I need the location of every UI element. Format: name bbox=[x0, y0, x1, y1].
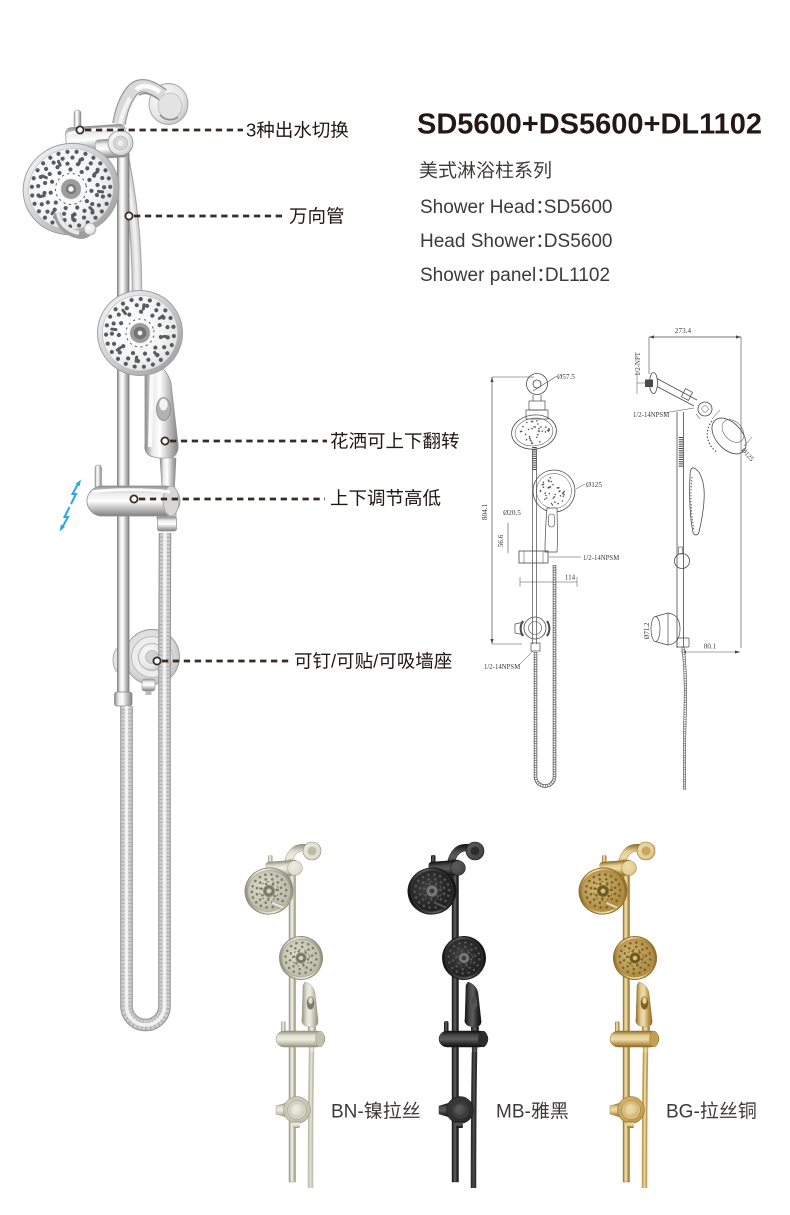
svg-text:DS5600: DS5600 bbox=[544, 231, 613, 252]
svg-text:Ø125: Ø125 bbox=[586, 481, 602, 489]
svg-text:Ø57.5: Ø57.5 bbox=[557, 373, 575, 381]
svg-text:1/2-14NPSM: 1/2-14NPSM bbox=[633, 412, 669, 419]
svg-text:Shower Head: Shower Head bbox=[420, 197, 535, 218]
svg-text:3: 3 bbox=[246, 120, 256, 141]
svg-text:273.4: 273.4 bbox=[675, 327, 692, 335]
svg-text:MB-: MB- bbox=[496, 1102, 531, 1123]
svg-text:804.1: 804.1 bbox=[481, 504, 489, 521]
svg-text:SD5600+DS5600+DL1102: SD5600+DS5600+DL1102 bbox=[417, 109, 762, 141]
svg-text:114: 114 bbox=[565, 574, 576, 582]
svg-text:Ø71.2: Ø71.2 bbox=[644, 622, 651, 639]
svg-text:DL1102: DL1102 bbox=[545, 265, 610, 286]
svg-text:80.1: 80.1 bbox=[704, 643, 717, 651]
svg-text:Ø125: Ø125 bbox=[739, 447, 755, 463]
svg-text:SD5600: SD5600 bbox=[544, 197, 613, 218]
svg-text:BN-: BN- bbox=[331, 1102, 364, 1123]
svg-text:/: / bbox=[373, 651, 379, 672]
svg-text:Shower panel: Shower panel bbox=[420, 265, 536, 286]
svg-text:BG-: BG- bbox=[666, 1102, 700, 1123]
svg-text:1/2-NPT: 1/2-NPT bbox=[635, 351, 642, 376]
svg-text:56.6: 56.6 bbox=[497, 534, 505, 547]
svg-text:/: / bbox=[331, 651, 337, 672]
svg-text:Ø20.5: Ø20.5 bbox=[503, 509, 521, 517]
svg-text:1/2-14NPSM: 1/2-14NPSM bbox=[583, 555, 619, 562]
svg-text:1/2-14NPSM: 1/2-14NPSM bbox=[484, 664, 520, 671]
svg-text:Head Shower: Head Shower bbox=[420, 231, 536, 252]
